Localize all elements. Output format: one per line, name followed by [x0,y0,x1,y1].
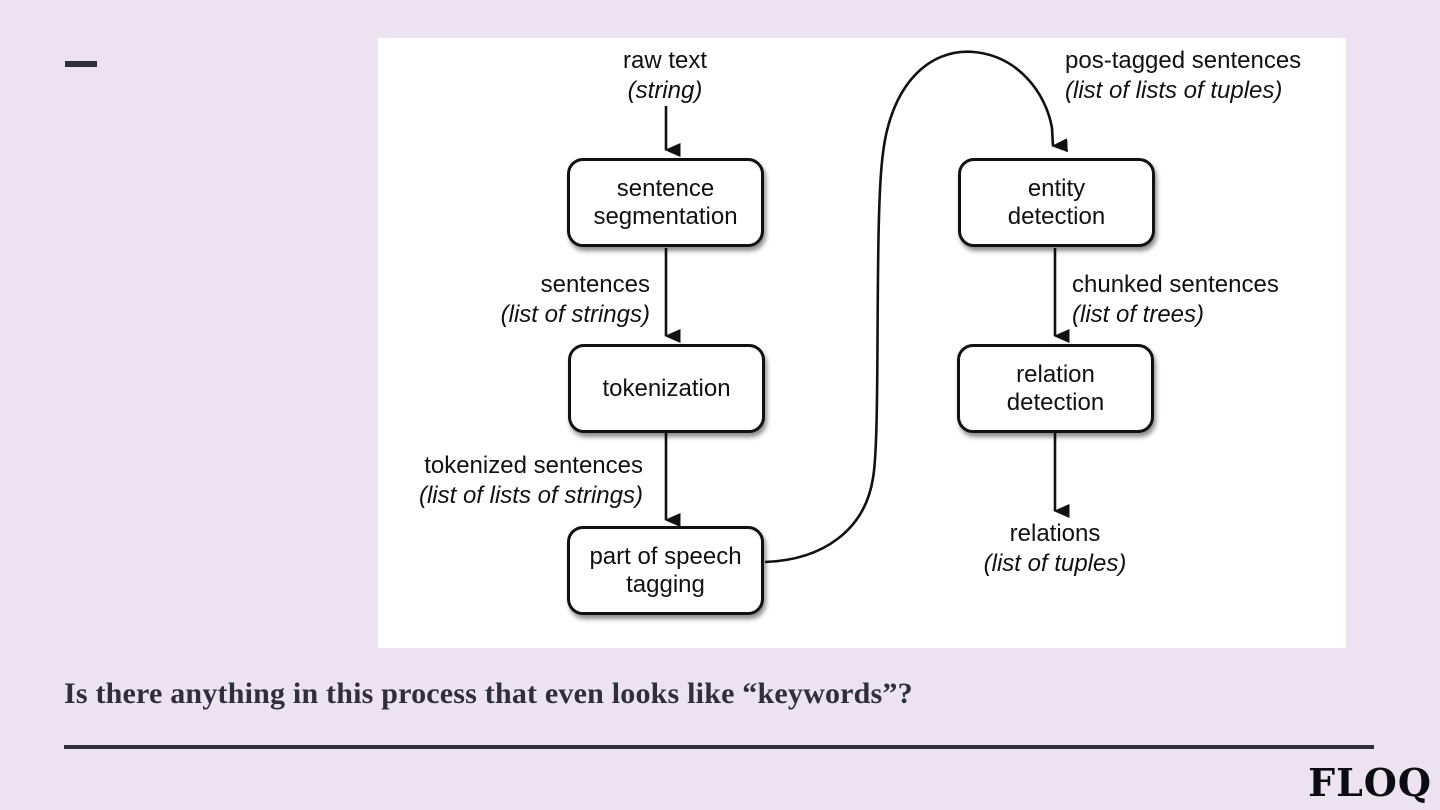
node-tokenization: tokenization [568,344,765,433]
label-raw-text-type: (string) [627,77,703,104]
node-sentence-segmentation: sentence segmentation [567,158,764,247]
label-relations-type: (list of tuples) [983,550,1127,577]
label-raw-text-name: raw text [622,47,708,74]
label-chunked-sentences: chunked sentences (list of trees) [1072,270,1279,330]
label-pos-tagged-sentences: pos-tagged sentences (list of lists of t… [1065,46,1301,106]
node-entity-detection: entity detection [958,158,1155,247]
label-sentences-type: (list of strings) [500,301,650,328]
label-relations: relations (list of tuples) [935,519,1175,579]
label-sentences: sentences (list of strings) [501,270,650,330]
node-part-of-speech-tagging: part of speech tagging [567,526,764,615]
label-tokenized-sentences-name: tokenized sentences [424,452,643,479]
node-relation-detection: relation detection [957,344,1154,433]
curve-pos-to-entity [764,50,1068,564]
label-pos-tagged-sentences-type: (list of lists of tuples) [1065,77,1283,104]
label-tokenized-sentences: tokenized sentences (list of lists of st… [419,451,643,511]
divider-rule [64,745,1374,749]
floq-logo: FLOQ [1308,760,1432,805]
label-raw-text: raw text (string) [535,46,795,106]
diagram-arrows [664,50,1070,564]
label-pos-tagged-sentences-name: pos-tagged sentences [1065,47,1302,74]
label-chunked-sentences-type: (list of trees) [1072,301,1205,328]
label-sentences-name: sentences [540,271,650,298]
label-chunked-sentences-name: chunked sentences [1072,271,1279,298]
slide-dash [65,61,97,67]
label-tokenized-sentences-type: (list of lists of strings) [418,482,643,509]
slide-headline: Is there anything in this process that e… [64,677,913,710]
pipeline-diagram-panel: sentence segmentation tokenization part … [378,38,1346,648]
label-relations-name: relations [1009,520,1101,547]
